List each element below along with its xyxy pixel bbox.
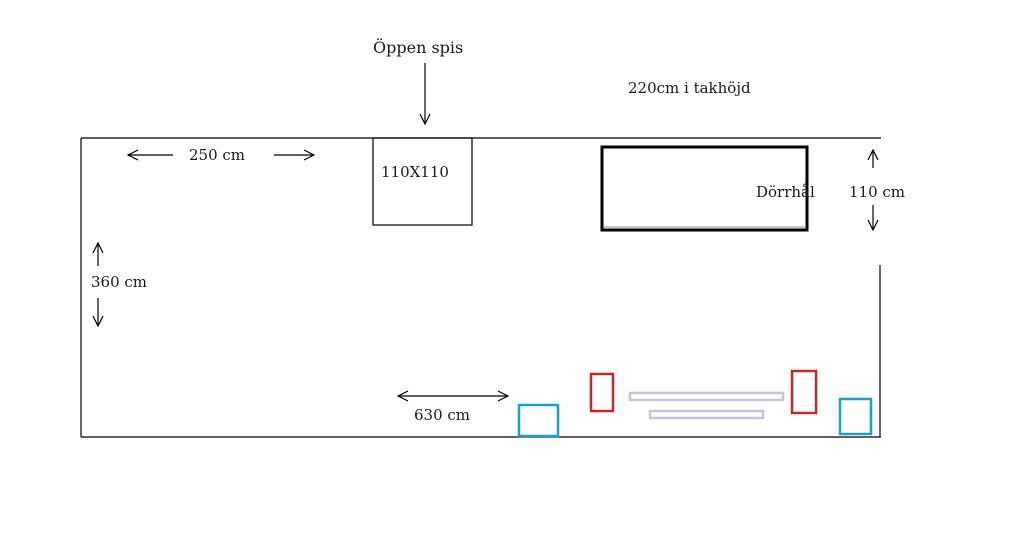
fireplace bbox=[372, 137, 473, 226]
window-frame bbox=[600, 145, 809, 232]
length-bottom-label: 630 cm bbox=[414, 406, 470, 424]
fireplace-size-label: 110X110 bbox=[381, 163, 449, 181]
room-walls bbox=[80, 137, 881, 438]
door-width-label: 110 cm bbox=[849, 183, 905, 201]
fireplace-title: Öppen spis bbox=[373, 37, 463, 57]
blue-seat-right bbox=[838, 397, 873, 436]
ceiling-height-label: 220cm i takhöjd bbox=[628, 79, 751, 97]
blue-seat-left bbox=[517, 403, 560, 438]
depth-left-label: 360 cm bbox=[91, 273, 147, 291]
red-seat-left bbox=[589, 372, 615, 413]
table-long bbox=[628, 391, 785, 402]
table-short bbox=[648, 409, 765, 420]
width-top-label: 250 cm bbox=[189, 146, 245, 164]
door-label: Dörrhål bbox=[756, 183, 815, 201]
red-seat-right bbox=[790, 369, 818, 415]
